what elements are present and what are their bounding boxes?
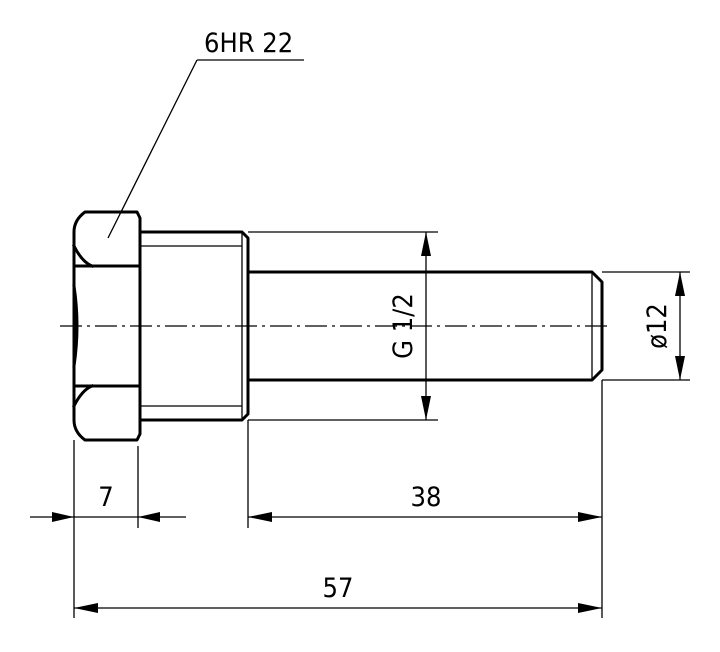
- dimension-head-length: 7: [30, 482, 186, 522]
- hex-head: [71, 210, 142, 442]
- dim-thread-label: G 1/2: [388, 293, 419, 359]
- dim-shank-length-label: 38: [411, 482, 442, 513]
- dimension-thread: G 1/2: [388, 232, 431, 420]
- callout-label: 6HR 22: [204, 28, 293, 59]
- hex-callout: 6HR 22: [107, 28, 304, 239]
- extension-lines: [73, 231, 690, 618]
- dimension-total-length: 57: [74, 573, 602, 613]
- dimension-shank-length: 38: [248, 482, 602, 522]
- dim-head-length-label: 7: [98, 482, 113, 513]
- dim-tip-diameter-label: ø12: [642, 303, 673, 349]
- dim-total-length-label: 57: [323, 573, 354, 604]
- dimension-tip-diameter: ø12: [642, 272, 685, 380]
- shank: [246, 270, 604, 382]
- thread-section: [138, 230, 250, 422]
